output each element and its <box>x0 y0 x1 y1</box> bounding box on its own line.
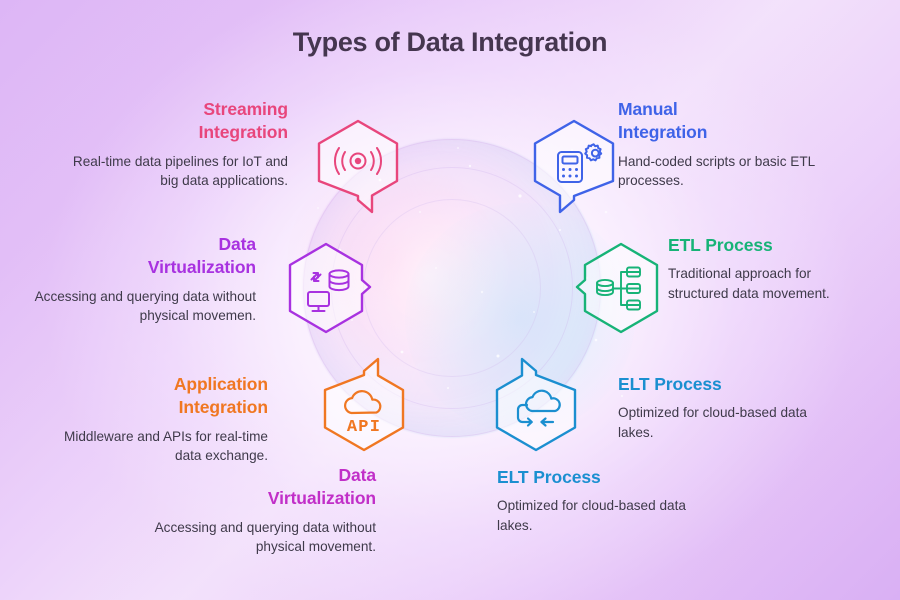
hex-badge-streaming-integration[interactable] <box>312 118 404 220</box>
item-title-application-integration: Application Integration <box>50 373 268 420</box>
hex-badge-data-virtualization[interactable] <box>280 238 372 340</box>
item-description-manual-integration: Hand-coded scripts or basic ETL processe… <box>618 153 815 188</box>
item-description-streaming-integration: Real-time data pipelines for IoT and big… <box>72 153 288 188</box>
item-title-streaming-integration: Streaming Integration <box>60 98 288 145</box>
text-block-manual-integration: Manual Integration Hand-coded scripts or… <box>618 98 848 190</box>
hex-badge-manual-integration[interactable] <box>528 118 620 220</box>
item-description-elt-process: Optimized for cloud-based data lakes. <box>618 405 807 440</box>
item-description-application-integration: Middleware and APIs for real-time data e… <box>64 428 268 463</box>
text-block-application-integration: Application Integration Middleware and A… <box>50 373 268 465</box>
item-description-elt-process-2: Optimized for cloud-based data lakes. <box>497 498 686 533</box>
text-block-elt-process: ELT Process Optimized for cloud-based da… <box>618 373 818 442</box>
title-line-2: Virtualization <box>147 257 256 278</box>
text-block-data-virtualization-2: Data Virtualization Accessing and queryi… <box>140 464 377 556</box>
title-line-1: Manual <box>618 99 678 119</box>
hex-badge-application-integration[interactable]: API <box>318 355 410 457</box>
item-title-elt-process-2: ELT Process <box>497 467 601 487</box>
item-title-manual-integration: Manual Integration <box>618 98 848 145</box>
page-title: Types of Data Integration <box>292 27 608 57</box>
item-title-data-virtualization-2: Data Virtualization <box>140 464 376 511</box>
text-block-elt-process-2: ELT Process Optimized for cloud-based da… <box>497 466 697 535</box>
text-block-data-virtualization: Data Virtualization Accessing and queryi… <box>30 233 257 325</box>
item-description-data-virtualization: Accessing and querying data without phys… <box>34 288 256 323</box>
item-description-etl-process: Traditional approach for structured data… <box>668 266 830 301</box>
title-line-1: Streaming <box>203 99 288 119</box>
title-line-1: Data <box>218 234 256 254</box>
title-line-2: Integration <box>618 122 708 143</box>
item-title-etl-process: ETL Process <box>668 235 773 255</box>
title-line-2: Integration <box>178 397 268 418</box>
text-block-streaming-integration: Streaming Integration Real-time data pip… <box>60 98 288 190</box>
title-line-1: Application <box>173 374 268 394</box>
title-line-2: Virtualization <box>267 488 376 509</box>
title-line-1: Data <box>338 465 376 485</box>
hex-icon-label-api: API <box>347 418 381 437</box>
item-title-data-virtualization: Data Virtualization <box>30 233 256 280</box>
title-line-2: Integration <box>198 122 288 143</box>
item-title-elt-process: ELT Process <box>618 374 722 394</box>
hex-badge-etl-process[interactable] <box>575 238 667 340</box>
orb-ring-inner <box>363 199 541 377</box>
text-block-etl-process: ETL Process Traditional approach for str… <box>668 234 858 303</box>
item-description-data-virtualization-2: Accessing and querying data without phys… <box>154 519 376 554</box>
hex-badge-elt-process[interactable] <box>490 355 582 457</box>
